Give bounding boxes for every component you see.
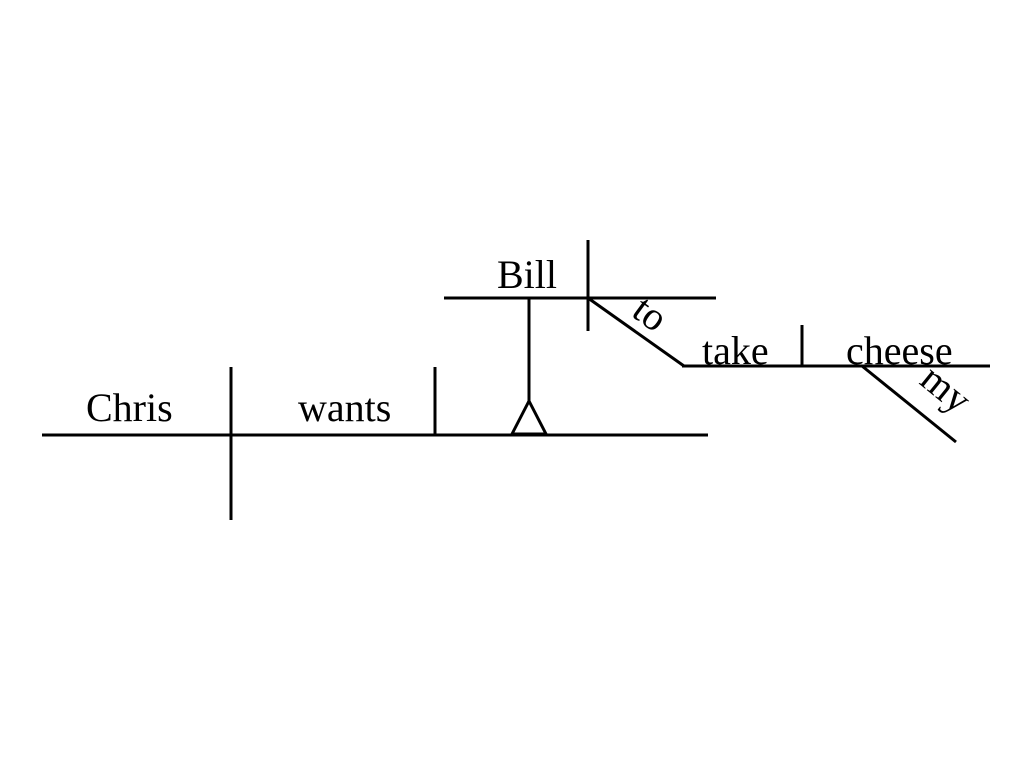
pedestal-triangle: [509, 397, 549, 436]
subject-word: Chris: [86, 385, 173, 430]
clause-subject-word: Bill: [497, 252, 557, 297]
verb-word: wants: [298, 385, 391, 430]
infinitive-marker-word: to: [625, 286, 677, 341]
modifier-diagonal: [861, 364, 957, 444]
clause-object-word: cheese: [846, 328, 953, 373]
infinitive-diagonal: [587, 296, 685, 368]
clause-verb-word: take: [702, 328, 769, 373]
